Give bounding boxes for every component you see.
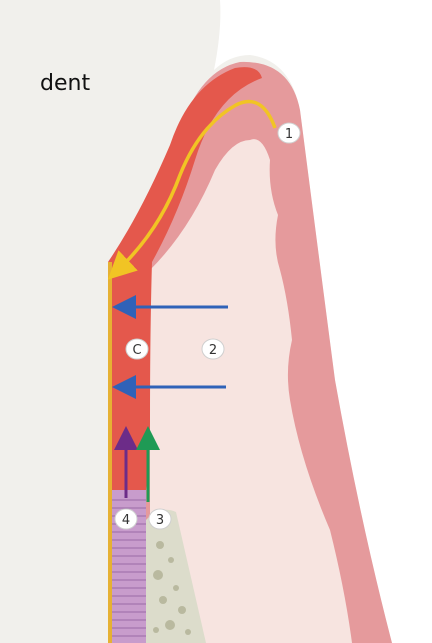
svg-text:1: 1: [285, 127, 293, 142]
svg-text:3: 3: [156, 513, 164, 528]
label-2: 2: [202, 339, 224, 359]
label-1: 1: [278, 123, 300, 143]
label-c: C: [126, 339, 148, 359]
diagram-title: dent: [40, 71, 90, 96]
label-3: 3: [149, 509, 171, 529]
svg-text:2: 2: [209, 343, 217, 358]
svg-text:C: C: [132, 343, 141, 358]
label-4: 4: [115, 509, 137, 529]
svg-text:4: 4: [122, 513, 130, 528]
